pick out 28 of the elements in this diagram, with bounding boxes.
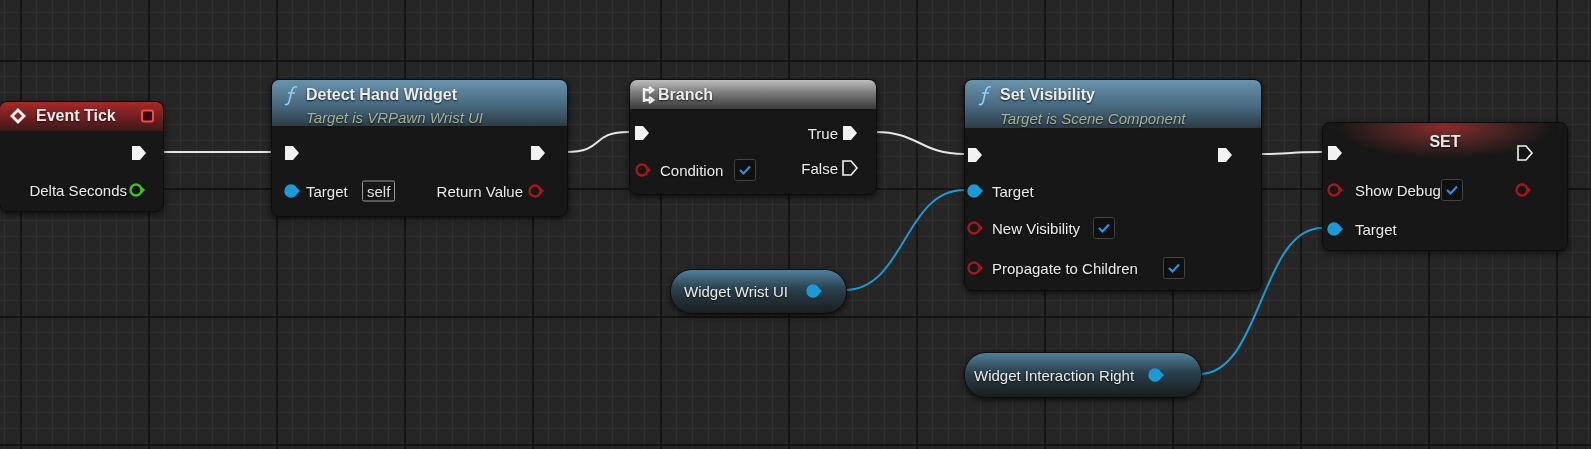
pin-label: Show Debug — [1355, 181, 1441, 199]
pin-label: Widget Wrist UI — [684, 282, 788, 300]
node-title: Detect Hand Widget — [306, 86, 457, 104]
node-title: Set Visibility — [1000, 86, 1095, 104]
pin-label: Condition — [660, 161, 724, 179]
node-title: Event Tick — [36, 107, 116, 125]
setter-node — [1322, 122, 1568, 251]
pin-label: True — [807, 124, 838, 142]
default-value-field: self — [362, 180, 396, 202]
pin-label: Target — [992, 182, 1034, 200]
pin-label: Target — [1355, 220, 1397, 238]
pin-label: Propagate to Children — [992, 259, 1138, 277]
variable-node — [670, 269, 847, 314]
node-title: SET — [1428, 133, 1462, 151]
pin-label: Widget Interaction Right — [974, 366, 1135, 384]
pin-label: False — [801, 159, 838, 177]
node-subtitle: Target is VRPawn Wrist UI — [306, 108, 483, 126]
function-node — [964, 79, 1262, 291]
pin-label: Delta Seconds — [29, 181, 127, 199]
node-subtitle: Target is Scene Component — [1000, 109, 1186, 127]
function-node — [271, 79, 568, 217]
event-node — [0, 101, 164, 212]
pin-label: New Visibility — [992, 219, 1081, 237]
pin-label: Return Value — [436, 182, 523, 200]
branch-node — [629, 79, 877, 195]
node-title: Branch — [658, 86, 714, 104]
variable-node — [964, 352, 1202, 398]
pin-label: Target — [306, 182, 348, 200]
